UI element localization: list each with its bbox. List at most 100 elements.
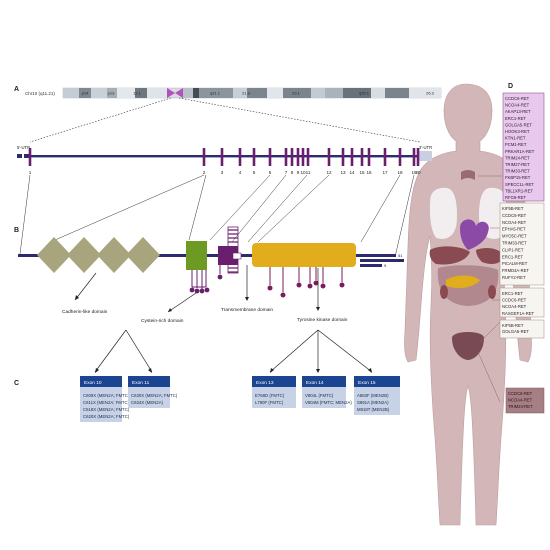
left-lung-organ (429, 187, 458, 240)
fusion-gene-label: FKBP15-RET (505, 175, 531, 180)
fusion-box-thyroid: CCDC6-RETNCOA4-RETAKAP13-RETERC1-RETGOLG… (502, 92, 545, 202)
mutation-label: C630X (MEN2A; FMTC) (131, 393, 178, 398)
exon-number: 9 (297, 170, 300, 175)
liver-organ (429, 246, 470, 265)
exon-box: Exon 11 C630X (MEN2A; FMTC) C634X (MEN2A) (128, 376, 178, 408)
exon-bar (284, 148, 288, 166)
fusion-gene-label: TBL1XR1-RET (505, 188, 533, 193)
exon-bar (290, 148, 294, 166)
isoform-long (360, 259, 404, 262)
exon-number: 19 (411, 170, 417, 175)
mutation-label: C618X (MEN2A; FMTC) (83, 407, 130, 412)
band-label: 21.3 (242, 91, 251, 96)
mutation-label: C634X (MEN2A) (131, 400, 164, 405)
fusion-gene-label: CCDC6-RET (502, 298, 527, 303)
fusion-gene-label: ERC1-RET (502, 254, 523, 259)
exon-number: 6 (269, 170, 272, 175)
exon-number: 15 (359, 170, 365, 175)
fusion-gene-label: HOOK3-RET (505, 129, 530, 134)
exon-bar (296, 148, 300, 166)
fusion-gene-label: KTN1-RET (505, 136, 526, 141)
isoform-label: 43 (399, 258, 404, 263)
exon-bar (268, 148, 272, 166)
exon-number: 12 (326, 170, 332, 175)
utr5-label: 5'-UTR (17, 145, 30, 150)
exon-bar (383, 148, 387, 166)
transmembrane-domain (217, 226, 242, 280)
exon-number: 2 (203, 170, 206, 175)
exon-number: 3 (221, 170, 224, 175)
fusion-gene-label: RFG9-RET (505, 195, 526, 200)
fusion-gene-label: PRKAR1A-RET (505, 149, 535, 154)
exon-box-title: Exon 13 (256, 380, 274, 386)
band-label: 23.1 (292, 91, 301, 96)
exon-bar (306, 148, 310, 166)
exon-box-title: Exon 11 (132, 380, 150, 386)
exon-number: 8 (291, 170, 294, 175)
protein-structure: 51 43 9 (18, 226, 404, 298)
fusion-gene-label: TRIM24-RET (508, 404, 533, 409)
exon-number: 5 (253, 170, 256, 175)
panel-label-a: A (14, 86, 19, 93)
zoom-lines (29, 97, 421, 143)
fusion-gene-label: FRMD4A-RET (502, 268, 529, 273)
exon-bar (202, 148, 206, 166)
mutation-label: C611X (MEN2A; FMTC) (83, 400, 130, 405)
exon-number: 11 (306, 170, 311, 175)
exon-bar (327, 148, 331, 166)
mutation-label: A883F (MEN2B) (357, 393, 389, 398)
fusion-gene-label: MYO5C-RET (502, 234, 527, 239)
exon-number: 4 (239, 170, 242, 175)
isoform-label: 51 (398, 253, 403, 258)
fusion-gene-label: GOLGA5-RET (502, 329, 529, 334)
fusion-gene-label: NCOA4-RET (502, 304, 527, 309)
organ-connectors (477, 175, 502, 403)
fusion-gene-label: NCOA4-RET (502, 220, 527, 225)
fusion-gene-label: TRIM33-RET (505, 169, 530, 174)
band-label: 26.3 (426, 91, 435, 96)
fusion-gene-label: AKAP13-RET (505, 109, 531, 114)
exon-bar (412, 148, 416, 166)
fusion-gene-label: ERC1-RET (502, 291, 523, 296)
exon-number: 7 (285, 170, 288, 175)
right-kidney-organ (488, 285, 496, 299)
mutation-label: L790F (FMTC) (255, 400, 284, 405)
fusion-gene-label: CLIP1-RET (502, 247, 524, 252)
isoform-short (360, 264, 382, 267)
intron-line (30, 155, 418, 158)
chromosome-band-labels: p14 p13 12.1 q21.1 21.3 23.1 q25.1 26.3 (82, 91, 435, 96)
fusion-gene-label: KIF5B-RET (502, 206, 524, 211)
cadherin-domain (37, 237, 160, 273)
domain-arrowheads (75, 295, 320, 312)
exon-box-title: Exon 10 (84, 380, 102, 386)
bladder-organ (452, 332, 484, 360)
fusion-gene-label: NCOA4-RET (505, 103, 530, 108)
cysteine-rich-domain (186, 241, 210, 294)
mutation-label: V804L (FMTC) (305, 393, 334, 398)
exon-bar (301, 148, 305, 166)
left-kidney-organ (440, 285, 448, 299)
exon-number: 13 (340, 170, 346, 175)
exon-box-arrowheads (95, 368, 372, 373)
exon-bar (28, 148, 32, 166)
exon-box-arrows (94, 329, 373, 373)
thyroid-organ (461, 170, 475, 180)
fusion-box-lung: KIF5B-RETCCDC6-RETNCOA4-RETEPHA5-RETMYO5… (499, 202, 545, 286)
fusion-gene-label: TRIM33-RET (502, 241, 527, 246)
exon-bar (252, 148, 256, 166)
stomach-organ (476, 248, 504, 264)
utr3-block (418, 151, 432, 161)
exon-number: 10 (300, 170, 306, 175)
exon-number: 16 (366, 170, 372, 175)
utr3-label: 3'-UTR (419, 145, 432, 150)
fusion-gene-label: PICALM-RET (502, 261, 528, 266)
